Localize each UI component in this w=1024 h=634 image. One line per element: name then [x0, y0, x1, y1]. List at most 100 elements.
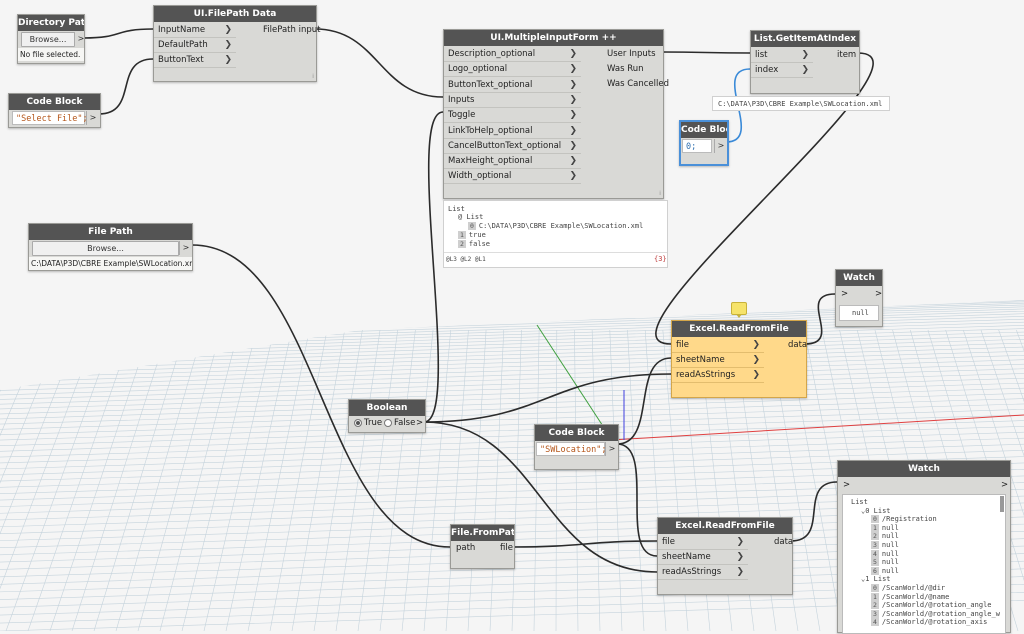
watch-tree-line: ⌄1 List — [861, 575, 891, 583]
browse-button[interactable]: Browse... — [32, 241, 179, 256]
output-port-arrow[interactable]: > — [605, 442, 618, 456]
arrow-right-icon: ❯ — [569, 49, 577, 59]
node-title: File.FromPath — [451, 525, 514, 541]
get-item-preview[interactable]: C:\DATA\P3D\CBRE Example\SWLocation.xml — [712, 96, 890, 111]
input-port[interactable]: MaxHeight_optional❯ — [444, 154, 581, 170]
input-port-sheetname[interactable]: sheetName❯ — [658, 550, 748, 565]
input-port-arrow[interactable]: > — [841, 289, 849, 299]
arrow-right-icon: ❯ — [752, 340, 760, 350]
output-port-file[interactable]: file — [500, 543, 513, 553]
input-port-index[interactable]: index❯ — [751, 63, 813, 78]
output-port-was-cancelled[interactable]: Was Cancelled — [607, 79, 669, 89]
output-port-filepath-input[interactable]: FilePath input — [263, 25, 321, 35]
watch-line-text: /ScanWorld/@name — [881, 592, 950, 601]
list-get-item-node[interactable]: List.GetItemAtIndex list❯ index❯ item — [750, 30, 860, 94]
watch-value-box: null — [839, 305, 879, 321]
input-port[interactable]: Inputs❯ — [444, 93, 581, 108]
output-port-arrow[interactable]: > — [714, 139, 727, 153]
file-path-node[interactable]: File Path Browse... > C:\DATA\P3D\CBRE E… — [28, 223, 193, 271]
node-title: Code Block — [9, 94, 100, 110]
node-title: Watch — [836, 270, 882, 286]
scrollbar[interactable] — [1000, 496, 1004, 512]
watch-line-text: null — [881, 558, 899, 567]
boolean-node[interactable]: Boolean True False > — [348, 399, 426, 433]
input-port[interactable]: Logo_optional❯ — [444, 62, 581, 78]
file-path-text: C:\DATA\P3D\CBRE Example\SWLocation.xml — [29, 257, 192, 270]
index-badge: 3 — [871, 609, 879, 618]
index-badge: 2 — [458, 240, 466, 248]
output-port-arrow[interactable]: > — [86, 111, 99, 125]
code-block-index-node[interactable]: Code Block 0; > — [679, 120, 729, 166]
watch-tree-line: List — [851, 498, 868, 506]
output-port-was-run[interactable]: Was Run — [607, 64, 644, 74]
code-editor[interactable]: "Select File"; — [12, 111, 88, 125]
node-title: File Path — [29, 224, 192, 240]
input-port[interactable]: LinkToHelp_optional❯ — [444, 124, 581, 139]
output-port-data[interactable]: data — [774, 537, 794, 547]
input-port[interactable]: Description_optional❯ — [444, 47, 581, 62]
watch-line-text: null — [881, 549, 899, 558]
output-port-item[interactable]: item — [837, 50, 857, 60]
input-port[interactable]: CancelButtonText_optional❯ — [444, 139, 581, 154]
index-badge: 1 — [871, 523, 879, 532]
output-port-arrow[interactable]: > — [875, 289, 883, 299]
input-port[interactable]: ButtonText_optional ❯ — [444, 78, 581, 93]
input-port[interactable]: Width_optional❯ — [444, 169, 581, 185]
radio-label: False — [394, 418, 416, 428]
output-port-arrow[interactable]: > — [1001, 480, 1009, 490]
excel-read-from-file-node-bottom[interactable]: Excel.ReadFromFile file❯ sheetName❯ read… — [657, 517, 793, 595]
watch-line-text: /ScanWorld/@rotation_angle_w — [881, 609, 1000, 618]
multiple-input-form-node[interactable]: UI.MultipleInputForm ++ Description_opti… — [443, 29, 669, 199]
input-port-defaultpath[interactable]: DefaultPath❯ — [154, 38, 236, 53]
input-port-file[interactable]: file❯ — [672, 338, 764, 353]
arrow-right-icon: ❯ — [736, 537, 744, 547]
output-port-arrow[interactable]: > — [416, 418, 424, 428]
input-port-readasstrings[interactable]: readAsStrings❯ — [672, 368, 764, 383]
watch-node-small[interactable]: Watch > > null — [835, 269, 883, 327]
input-port-buttontext[interactable]: ButtonText❯ — [154, 53, 236, 68]
output-port-arrow[interactable]: > — [74, 32, 87, 46]
output-port-data[interactable]: data — [788, 340, 808, 350]
directory-path-node[interactable]: Directory Path Browse... > No file selec… — [17, 14, 85, 64]
output-port-arrow[interactable]: > — [179, 241, 192, 255]
code-editor[interactable]: 0; — [682, 139, 712, 153]
comment-icon[interactable] — [731, 302, 747, 318]
resize-grip-icon[interactable]: ⁞ — [659, 190, 661, 197]
radio-false[interactable]: False — [381, 416, 415, 431]
arrow-right-icon: ❯ — [569, 79, 577, 90]
node-title: Excel.ReadFromFile — [672, 321, 806, 337]
index-badge: 0 — [871, 584, 879, 592]
node-title: Directory Path — [18, 15, 84, 31]
input-port-sheetname[interactable]: sheetName❯ — [672, 353, 764, 368]
filepath-data-node[interactable]: UI.FilePath Data InputName❯ DefaultPath❯… — [153, 5, 321, 82]
port-label: Logo_optional — [448, 64, 508, 75]
radio-true[interactable]: True — [351, 416, 382, 431]
resize-grip-icon[interactable]: ⁞ — [312, 73, 314, 80]
input-port[interactable]: Toggle❯ — [444, 108, 581, 124]
input-port-arrow[interactable]: > — [843, 480, 851, 490]
output-port-user-inputs[interactable]: User Inputs — [607, 49, 656, 59]
code-block-sheetname-node[interactable]: Code Block "SWLocation"; > — [534, 424, 619, 470]
arrow-right-icon: ❯ — [569, 94, 577, 105]
arrow-right-icon: ❯ — [752, 370, 760, 380]
file-from-path-node[interactable]: File.FromPath path file — [450, 524, 515, 569]
code-block-select-file-node[interactable]: Code Block "Select File"; > — [8, 93, 101, 128]
input-port-readasstrings[interactable]: readAsStrings❯ — [658, 565, 748, 580]
excel-read-from-file-node-top[interactable]: Excel.ReadFromFile file❯ sheetName❯ read… — [671, 320, 807, 398]
port-label: ButtonText_optional — [448, 79, 533, 90]
browse-button[interactable]: Browse... — [21, 32, 75, 47]
input-port-path[interactable]: path — [456, 543, 476, 553]
input-port-file[interactable]: file❯ — [658, 535, 748, 550]
port-label: DefaultPath — [158, 40, 208, 50]
input-port-list[interactable]: list❯ — [751, 48, 813, 63]
code-editor[interactable]: "SWLocation"; — [536, 442, 607, 456]
input-port-inputname[interactable]: InputName❯ — [154, 23, 236, 38]
